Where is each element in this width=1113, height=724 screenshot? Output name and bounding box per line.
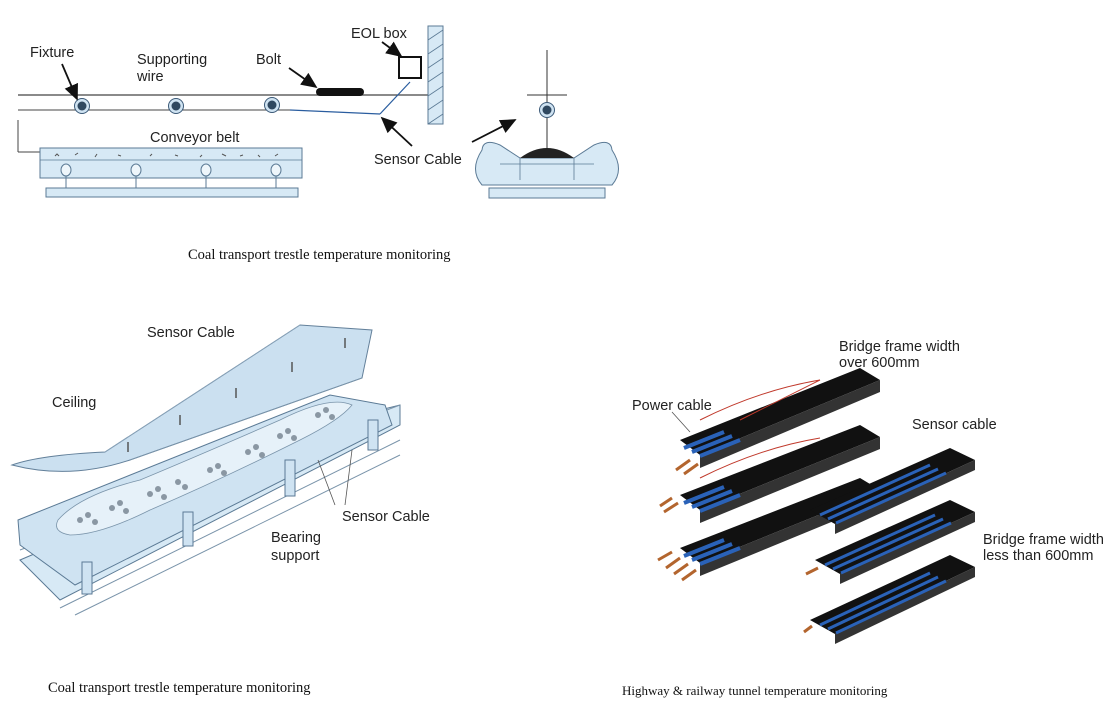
label-bearing-support-2: support bbox=[271, 548, 319, 564]
label-bridge-less-600: Bridge frame width bbox=[983, 532, 1104, 548]
label-sensor-cable-top: Sensor Cable bbox=[147, 325, 235, 341]
caption-bottom-right: Highway & railway tunnel temperature mon… bbox=[622, 683, 888, 698]
label-power-cable: Power cable bbox=[632, 398, 712, 414]
label-sensor-cable: Sensor cable bbox=[912, 417, 997, 433]
cable-tray-narrow-2 bbox=[805, 500, 975, 584]
label-sensor-cable-side: Sensor Cable bbox=[342, 509, 430, 525]
label-supporting-wire-2: wire bbox=[136, 69, 164, 85]
label-conveyor-belt: Conveyor belt bbox=[150, 130, 239, 146]
label-bearing-support: Bearing bbox=[271, 530, 321, 546]
label-fixture: Fixture bbox=[30, 45, 74, 61]
label-eol-box: EOL box bbox=[351, 26, 408, 42]
label-ceiling: Ceiling bbox=[52, 395, 96, 411]
caption-top: Coal transport trestle temperature monit… bbox=[188, 247, 451, 263]
cable-tray-wide-top bbox=[675, 368, 880, 476]
bolt-shape bbox=[316, 88, 364, 96]
cable-tray-narrow-3 bbox=[803, 555, 975, 644]
label-bridge-over-600: Bridge frame width bbox=[839, 339, 960, 355]
cable-tray-wide-middle bbox=[659, 425, 880, 523]
top-diagram: Fixture Supporting wire Bolt EOL box Con… bbox=[17, 25, 619, 263]
wall-shape bbox=[427, 25, 444, 125]
bottom-right-diagram: Bridge frame width over 600mm Power cabl… bbox=[622, 339, 1104, 698]
label-supporting-wire: Supporting bbox=[137, 52, 207, 68]
label-sensor-cable: Sensor Cable bbox=[374, 152, 462, 168]
fixture-icon bbox=[74, 98, 90, 114]
label-bridge-less-600-2: less than 600mm bbox=[983, 548, 1093, 564]
cable-tray-narrow-1 bbox=[810, 448, 975, 534]
cross-section-shape bbox=[475, 50, 619, 199]
fixture-icon bbox=[168, 98, 184, 114]
label-bolt: Bolt bbox=[256, 52, 281, 68]
caption-bottom-left: Coal transport trestle temperature monit… bbox=[48, 680, 311, 696]
fixture-icon bbox=[264, 97, 280, 113]
bottom-left-diagram: Sensor Cable Ceiling Sensor Cable Bearin… bbox=[10, 324, 430, 696]
eol-box-shape bbox=[398, 56, 422, 79]
conveyor-belt-shape bbox=[39, 147, 303, 198]
label-bridge-over-600-2: over 600mm bbox=[839, 355, 920, 371]
